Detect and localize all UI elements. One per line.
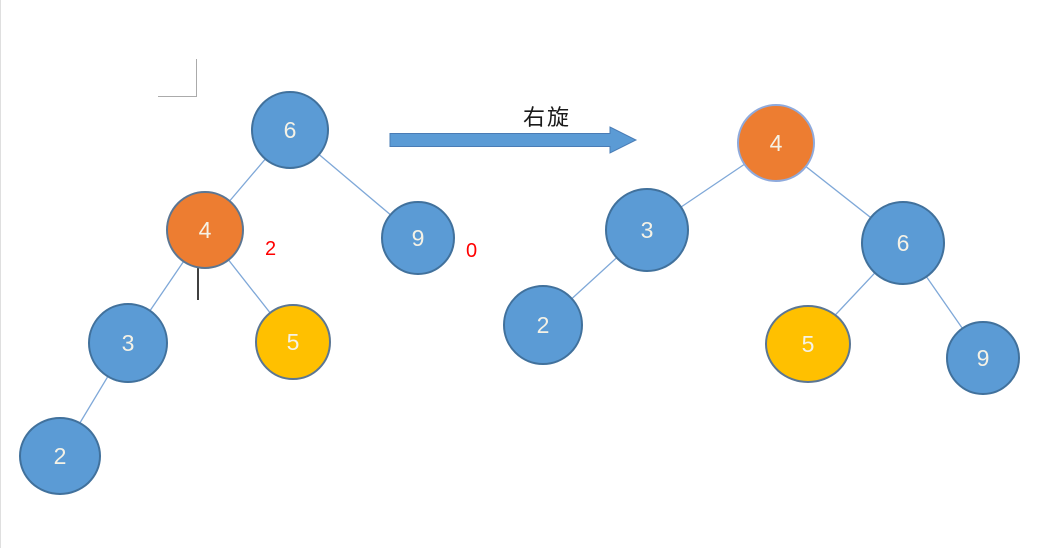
node-left-6[interactable]: 6 <box>251 91 329 169</box>
node-value: 2 <box>53 442 67 469</box>
node-right-5[interactable]: 5 <box>765 305 851 383</box>
node-left-4[interactable]: 4 <box>166 191 244 269</box>
node-value: 6 <box>283 116 297 143</box>
right-rotation-arrow[interactable] <box>389 126 638 154</box>
node-value: 2 <box>536 311 550 338</box>
node-value: 9 <box>976 344 990 371</box>
left-tree-edges <box>59 129 419 457</box>
node-value: 5 <box>801 330 815 357</box>
node-right-2[interactable]: 2 <box>503 285 583 365</box>
node-value: 5 <box>286 328 300 355</box>
node-value: 4 <box>198 216 212 243</box>
node-value: 4 <box>769 129 783 156</box>
node-value: 3 <box>121 329 135 356</box>
node-left-3[interactable]: 3 <box>88 303 168 383</box>
node-value: 3 <box>640 216 654 243</box>
node-right-9[interactable]: 9 <box>946 321 1020 395</box>
node-value: 6 <box>896 229 910 256</box>
node-right-3[interactable]: 3 <box>605 188 689 272</box>
node-right-4[interactable]: 4 <box>737 104 815 182</box>
node-left-9[interactable]: 9 <box>381 201 455 275</box>
balance-factor-node9: 0 <box>466 240 478 262</box>
rotation-label[interactable]: 右旋 <box>522 105 571 130</box>
node-right-6[interactable]: 6 <box>861 201 945 285</box>
margin-corner-mark <box>158 59 197 97</box>
node-left-2[interactable]: 2 <box>19 417 101 495</box>
node-value: 9 <box>411 224 425 251</box>
balance-factor-node4: 2 <box>265 238 277 260</box>
node-left-5[interactable]: 5 <box>255 304 331 380</box>
